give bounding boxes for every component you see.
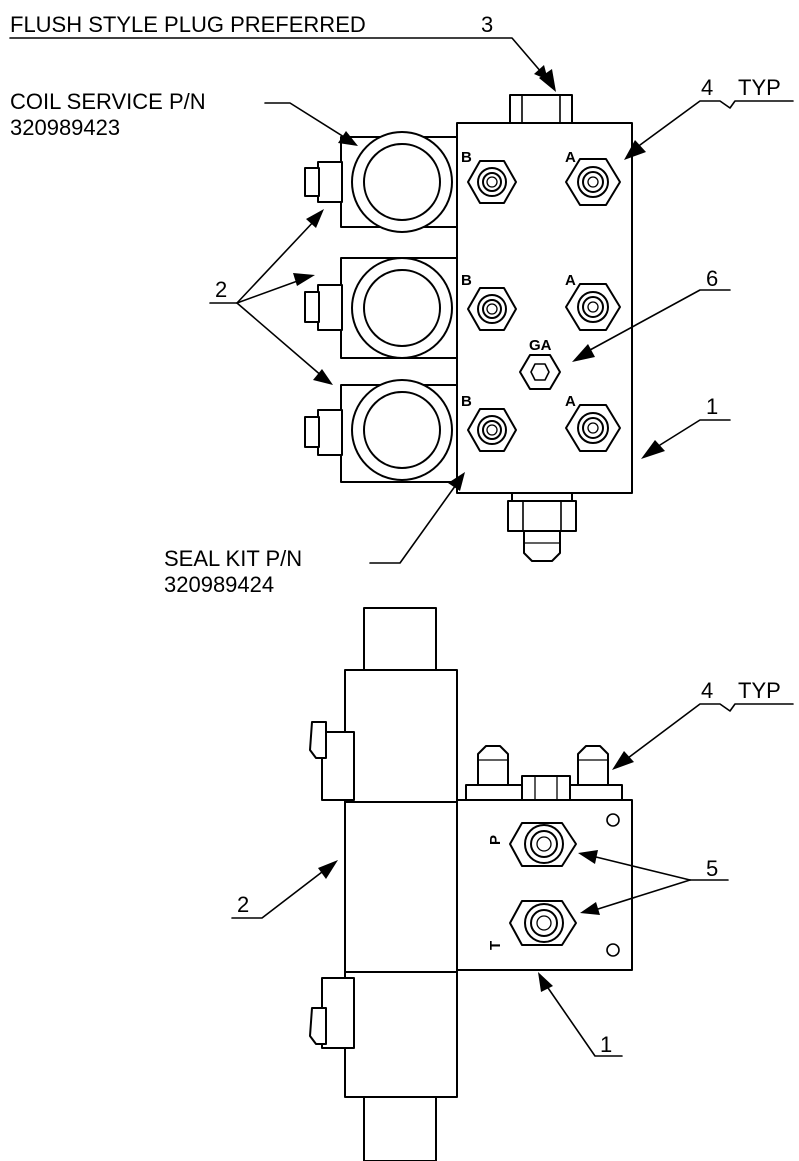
port-label-a1: A (565, 149, 576, 166)
bottom-fitting (507, 492, 577, 562)
flush-plug-label: FLUSH STYLE PLUG PREFERRED (10, 12, 366, 37)
port-a1 (565, 158, 621, 206)
item-5-label: 5 (706, 856, 718, 881)
port-label-p: P (487, 835, 504, 845)
item-2-bottom-label: 2 (237, 892, 249, 917)
side-valve-body (344, 801, 458, 973)
typ-top-number: 4 (701, 75, 713, 100)
port-label-t: T (487, 941, 504, 950)
top-view: B A B A GA B A FLUSH STY (9, 12, 794, 597)
side-coil-top (363, 607, 437, 671)
port-p (509, 822, 577, 867)
typ-top-text: TYP (738, 75, 781, 100)
port-label-b2: B (461, 272, 472, 289)
typ-bottom-text: TYP (738, 678, 781, 703)
solenoid-3 (304, 379, 458, 483)
flush-plug-item-number: 3 (481, 12, 493, 37)
seal-kit-part-number: 320989424 (164, 572, 274, 597)
port-t (509, 900, 577, 946)
seal-kit-label: SEAL KIT P/N (164, 546, 302, 571)
port-a2 (565, 283, 621, 331)
item-1-top-label: 1 (706, 394, 718, 419)
port-a3 (565, 404, 621, 452)
port-b1 (467, 160, 517, 204)
side-connector-top (309, 721, 355, 801)
coil-service-label: COIL SERVICE P/N (10, 89, 206, 114)
port-label-b1: B (461, 149, 472, 166)
side-coil-bottom (363, 1096, 437, 1161)
coil-service-part-number: 320989423 (10, 115, 120, 140)
typ-bottom-number: 4 (701, 678, 713, 703)
port-b3 (467, 408, 517, 452)
item-1-bottom-label: 1 (600, 1032, 612, 1057)
side-view: P T 4 TYP 5 2 1 (231, 607, 794, 1161)
solenoid-2 (304, 257, 458, 359)
side-top-fittings (465, 745, 623, 801)
port-label-a2: A (565, 272, 576, 289)
flush-plug (509, 94, 573, 124)
side-connector-bottom (309, 977, 355, 1049)
item-6-label: 6 (706, 266, 718, 291)
port-ga (519, 354, 561, 390)
port-label-b3: B (461, 393, 472, 410)
solenoid-1 (304, 131, 458, 233)
port-b2 (467, 287, 517, 331)
port-label-ga: GA (529, 337, 552, 354)
port-label-a3: A (565, 393, 576, 410)
item-2-top-label: 2 (215, 277, 227, 302)
